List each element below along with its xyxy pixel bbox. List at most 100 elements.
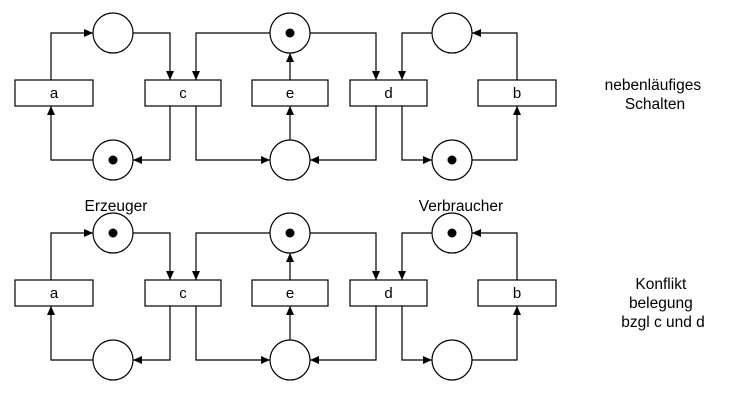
transition-e: e (251, 279, 329, 307)
place-producer-top (92, 12, 134, 54)
transition-b: b (477, 279, 557, 307)
transition-label: a (50, 285, 59, 302)
token-icon (447, 228, 457, 238)
place-mutex-top (269, 212, 311, 254)
arc (401, 32, 432, 80)
transition-label: e (286, 85, 294, 102)
arrow-head-icon (133, 156, 142, 164)
transition-b: b (477, 79, 557, 107)
arrow-head-icon (513, 106, 521, 115)
place-producer-bottom (92, 139, 134, 181)
arrow-head-icon (47, 306, 55, 315)
transition-box (349, 79, 428, 107)
place-consumer-bottom (431, 339, 473, 381)
arrow-head-icon (310, 356, 319, 364)
place-mutex-top (269, 12, 311, 54)
arrow-head-icon (47, 106, 55, 115)
transition-label: b (513, 85, 521, 102)
place-circle (269, 339, 311, 381)
arc (195, 306, 270, 361)
caption-concurrent-line-2: Schalten (625, 96, 685, 113)
arrow-head-icon (261, 356, 270, 364)
place-consumer-top (431, 212, 473, 254)
arc (50, 106, 93, 161)
arrow-head-icon (166, 71, 174, 80)
place-circle (92, 12, 134, 54)
transition-label: a (50, 85, 59, 102)
transition-box (349, 279, 428, 307)
transition-a: a (14, 79, 94, 107)
transition-label: c (179, 285, 187, 302)
arc (50, 306, 93, 361)
arrow-head-icon (472, 29, 481, 37)
arc (195, 106, 270, 161)
arrow-head-icon (192, 71, 200, 80)
place-circle (269, 139, 311, 181)
place-producer-top (92, 212, 134, 254)
arrow-head-icon (133, 356, 142, 364)
arrow-head-icon (84, 29, 93, 37)
token-icon (285, 28, 295, 38)
arc (50, 32, 93, 80)
arrow-head-icon (423, 156, 432, 164)
arc (133, 232, 171, 280)
token-icon (447, 155, 457, 165)
transition-box (144, 279, 222, 307)
transition-box (477, 279, 557, 307)
arc (472, 232, 518, 280)
transition-box (477, 79, 557, 107)
arc (50, 232, 93, 280)
arrow-head-icon (84, 229, 93, 237)
arc (401, 306, 432, 361)
token-icon (108, 155, 118, 165)
arrow-head-icon (372, 71, 380, 80)
transition-d: d (349, 279, 428, 307)
transition-d: d (349, 79, 428, 107)
arc (472, 106, 518, 161)
arc (195, 32, 270, 80)
caption-conflict-line-1: Konflikt (635, 276, 687, 293)
place-buffer-bottom (269, 339, 311, 381)
arrow-head-icon (166, 271, 174, 280)
arrow-head-icon (261, 156, 270, 164)
arc (195, 232, 270, 280)
producer-label: Erzeuger (85, 198, 148, 215)
arrow-head-icon (372, 271, 380, 280)
place-circle (92, 339, 134, 381)
arrow-head-icon (286, 253, 294, 262)
caption-conflict: Konflikt belegung bzgl c und d (621, 276, 705, 331)
transition-box (251, 79, 329, 107)
arc (472, 32, 518, 80)
transition-label: d (384, 85, 392, 102)
place-circle (431, 339, 473, 381)
caption-concurrent-line-1: nebenläufiges (605, 77, 702, 94)
caption-conflict-line-2: belegung (629, 295, 693, 312)
arc (310, 32, 377, 80)
place-producer-bottom (92, 339, 134, 381)
arrow-head-icon (398, 71, 406, 80)
arc (472, 306, 518, 361)
arrow-head-icon (286, 53, 294, 62)
transition-label: d (384, 285, 392, 302)
transition-label: c (179, 85, 187, 102)
transition-box (144, 79, 222, 107)
transition-e: e (251, 79, 329, 107)
arrow-head-icon (423, 356, 432, 364)
arc (310, 106, 377, 161)
caption-concurrent: nebenläufiges Schalten (605, 77, 706, 113)
arrow-head-icon (286, 106, 294, 115)
place-consumer-top (431, 12, 473, 54)
arc (310, 232, 377, 280)
transition-label: e (286, 285, 294, 302)
token-icon (285, 228, 295, 238)
arc (401, 106, 432, 161)
place-consumer-bottom (431, 139, 473, 181)
transition-label: b (513, 285, 521, 302)
place-buffer-bottom (269, 139, 311, 181)
transition-box (14, 79, 94, 107)
arrow-head-icon (310, 156, 319, 164)
arrow-head-icon (472, 229, 481, 237)
